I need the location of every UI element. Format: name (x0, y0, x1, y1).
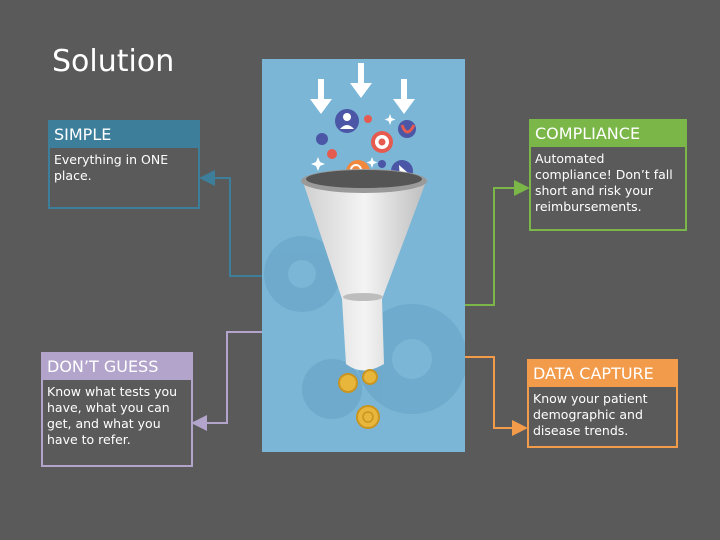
simple-card: SIMPLE Everything in ONE place. (48, 120, 200, 209)
slide-title: Solution (52, 44, 175, 79)
dont-guess-connector (191, 331, 262, 431)
data-capture-text: Know your patient demographic and diseas… (533, 391, 648, 438)
simple-text: Everything in ONE place. (54, 152, 169, 183)
coin-icons (338, 369, 380, 429)
simple-connector (199, 170, 262, 277)
data-capture-connector (465, 356, 528, 436)
compliance-text: Automated compliance! Don’t fall short a… (535, 151, 673, 214)
data-capture-card: DATA CAPTURE Know your patient demograph… (527, 359, 678, 448)
funnel-illustration (262, 59, 465, 452)
compliance-connector (465, 180, 530, 306)
dont-guess-heading: DON’T GUESS (43, 354, 191, 380)
dont-guess-text: Know what tests you have, what you can g… (47, 384, 178, 447)
data-capture-heading: DATA CAPTURE (529, 361, 676, 387)
magnet-icon (398, 120, 416, 138)
compliance-heading: COMPLIANCE (531, 121, 685, 147)
simple-heading: SIMPLE (50, 122, 198, 148)
dont-guess-card: DON’T GUESS Know what tests you have, wh… (41, 352, 193, 467)
compliance-card: COMPLIANCE Automated compliance! Don’t f… (529, 119, 687, 231)
